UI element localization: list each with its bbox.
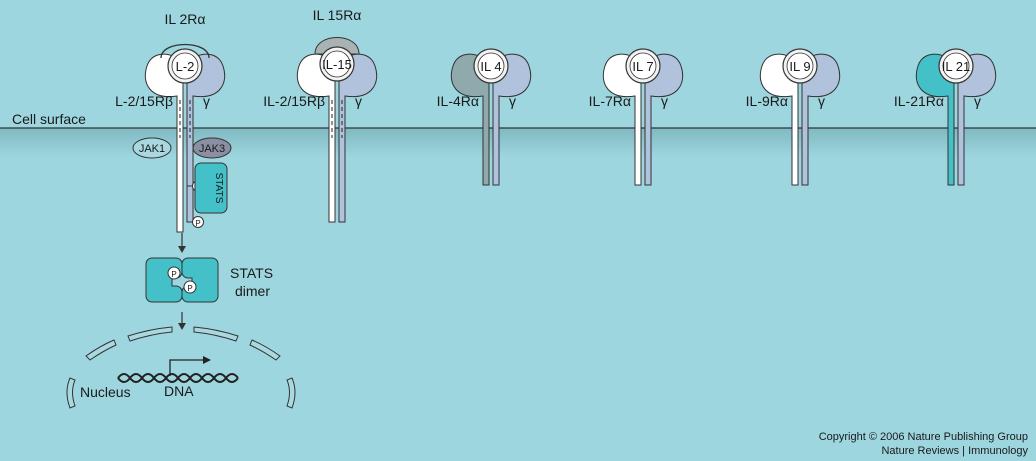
dimer-phospho-label: P bbox=[171, 270, 176, 279]
cytokine-label: IL 7 bbox=[632, 59, 653, 74]
gamma-chain-label: γ bbox=[355, 93, 362, 109]
cytokine-label: IL 4 bbox=[480, 59, 501, 74]
alpha-chain-label: IL 2Rα bbox=[164, 11, 205, 27]
cytokine-ball-inner bbox=[477, 52, 505, 80]
plasma-membrane-band bbox=[0, 128, 1036, 158]
jak1-ellipse bbox=[132, 137, 172, 159]
gamma-chain-label: γ bbox=[818, 93, 825, 109]
beta-chain-label: L-2/15Rβ bbox=[115, 93, 173, 109]
transcription-start-arrow bbox=[169, 359, 204, 376]
stats-dimer-label-line2: dimer bbox=[235, 283, 270, 299]
dimer-phospho-circle bbox=[183, 280, 197, 294]
beta-chain-label: IL-4Rα bbox=[437, 93, 479, 109]
gamma-chain-label: γ bbox=[203, 93, 210, 109]
dimer-phospho-label: P bbox=[187, 284, 192, 293]
cytokine-label: IL 21 bbox=[942, 59, 970, 74]
cytokine-ball-inner bbox=[171, 52, 199, 80]
phospho-circle bbox=[192, 216, 204, 228]
cytokine-label: L-2 bbox=[176, 59, 195, 74]
beta-chain-label: IL-2/15Rβ bbox=[263, 93, 325, 109]
alpha-chain-label: IL 15Rα bbox=[313, 7, 362, 23]
il15-alpha-cap bbox=[314, 37, 360, 55]
arrow-to-nucleus-head bbox=[178, 323, 186, 330]
dna-strand-complement bbox=[117, 373, 239, 383]
copyright-line2: Nature Reviews | Immunology bbox=[881, 445, 1028, 457]
phospho-label: P bbox=[195, 219, 200, 228]
jak3-ellipse bbox=[192, 137, 232, 159]
stats-dimer-label-line1: STATS bbox=[230, 265, 273, 281]
dimer-phospho-circle bbox=[167, 266, 181, 280]
nucleus-label: Nucleus bbox=[80, 384, 131, 400]
stat-monomer bbox=[194, 162, 228, 214]
cytokine-ball-inner bbox=[786, 52, 814, 80]
beta-chain-label: IL-9Rα bbox=[746, 93, 788, 109]
beta-chain-label: IL-7Rα bbox=[589, 93, 631, 109]
cytokine-label: IL 9 bbox=[789, 59, 810, 74]
gamma-chain-label: γ bbox=[661, 93, 668, 109]
jak1-label: JAK1 bbox=[139, 143, 165, 155]
jak3-label: JAK3 bbox=[199, 143, 225, 155]
il2-alpha-cap bbox=[160, 43, 210, 59]
transcription-arrow-head bbox=[203, 356, 211, 364]
arrow-to-dimer-head bbox=[178, 246, 186, 253]
stat-monomer-label: STATS bbox=[213, 173, 224, 204]
gamma-chain-label: γ bbox=[974, 93, 981, 109]
jak-stat-cascade: JAK1 JAK3 P P STATS P P STATS dimer bbox=[132, 137, 273, 330]
dna-label: DNA bbox=[164, 383, 194, 399]
beta-chain-label: IL-21Rα bbox=[894, 93, 944, 109]
nuclear-envelope bbox=[66, 326, 296, 409]
cytokine-ball-inner bbox=[323, 50, 351, 78]
copyright-line1: Copyright © 2006 Nature Publishing Group bbox=[819, 431, 1028, 443]
gamma-chain-label: γ bbox=[509, 93, 516, 109]
cytokine-ball-inner bbox=[942, 52, 970, 80]
cytokine-ball-inner bbox=[629, 52, 657, 80]
cell-surface-label: Cell surface bbox=[12, 111, 86, 127]
cytokine-label: IL-15 bbox=[322, 57, 352, 72]
